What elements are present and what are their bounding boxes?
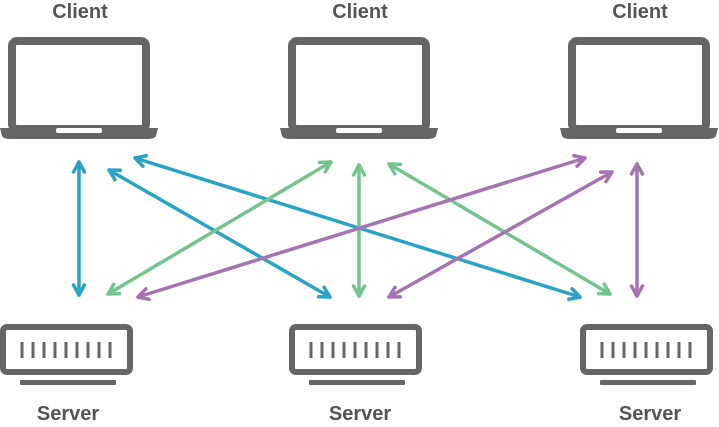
connection-line [106,160,333,296]
server-rack-icon [583,327,710,385]
client-label-1: Client [52,1,108,23]
arrowhead [387,285,403,299]
server-label-3: Server [618,403,682,425]
client-label-3: Client [612,1,668,23]
server-label-2: Server [328,403,392,425]
arrowhead [106,282,122,296]
arrowhead [351,284,367,298]
arrowhead [107,168,123,182]
laptop-icon [0,41,158,139]
connection-arrow-client-2-server-2 [351,163,367,298]
connection-arrow-client-3-server-3 [629,162,645,298]
connection-arrows [71,153,645,302]
connection-arrow-client-1-server-1 [71,160,87,297]
laptop-icon [280,41,438,139]
arrowhead [136,287,151,302]
arrowhead [567,287,582,302]
arrowhead [71,283,87,297]
connection-line [107,168,332,299]
client-label-2: Client [332,1,388,23]
arrowhead [133,153,148,168]
server-rack-icon [3,327,130,385]
connection-arrow-client-3-server-1 [136,153,587,302]
laptop-icon [560,41,718,139]
connection-line [136,156,587,299]
arrowhead [572,153,587,168]
arrowhead [316,285,332,299]
arrowhead [71,160,87,174]
connection-line [387,170,614,299]
arrowhead [351,163,367,177]
arrowhead [629,284,645,298]
server-label-1: Server [36,403,100,425]
arrowhead [596,282,612,296]
connection-arrow-client-2-server-3 [387,162,612,296]
server-rack-icon [292,327,419,385]
arrowhead [629,162,645,176]
connection-line [387,162,612,296]
connection-arrow-client-3-server-2 [387,170,614,299]
connection-arrow-client-1-server-2 [107,168,332,299]
arrowhead [387,162,403,176]
connection-arrow-client-2-server-1 [106,160,333,296]
arrowhead [317,160,333,174]
arrowhead [598,170,614,184]
